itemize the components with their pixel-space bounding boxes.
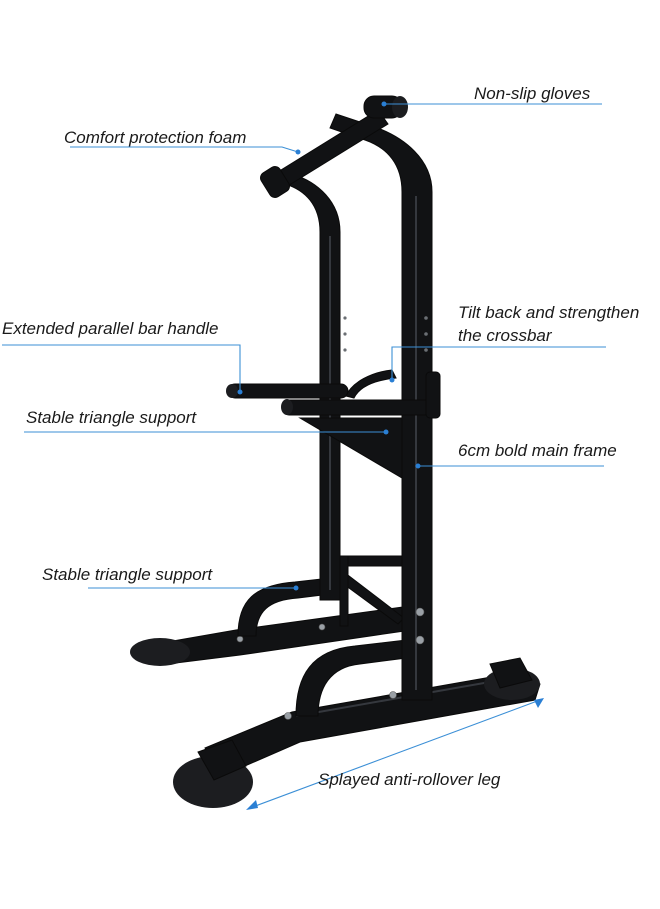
label-comfort-protection-foam: Comfort protection foam [64,128,247,147]
label-bold-main-frame: 6cm bold main frame [458,441,617,460]
label-tilt-back-line1: Tilt back and strengthen [458,303,640,322]
rear-base-leg [130,605,431,666]
label-stable-triangle-support-lower: Stable triangle support [42,565,213,584]
front-base-leg [173,657,541,808]
label-tilt-back-line2: the crossbar [458,326,552,345]
label-non-slip-gloves: Non-slip gloves [474,84,591,103]
callout-leaders [2,101,606,810]
pull-up-crossbar [260,95,408,198]
label-stable-triangle-support-upper: Stable triangle support [26,408,197,427]
label-splayed-anti-rollover-leg: Splayed anti-rollover leg [318,770,501,789]
label-extended-parallel-bar-handle: Extended parallel bar handle [2,319,219,338]
triangle-gusset-plate [298,417,403,479]
dip-bar-handles [226,369,441,419]
